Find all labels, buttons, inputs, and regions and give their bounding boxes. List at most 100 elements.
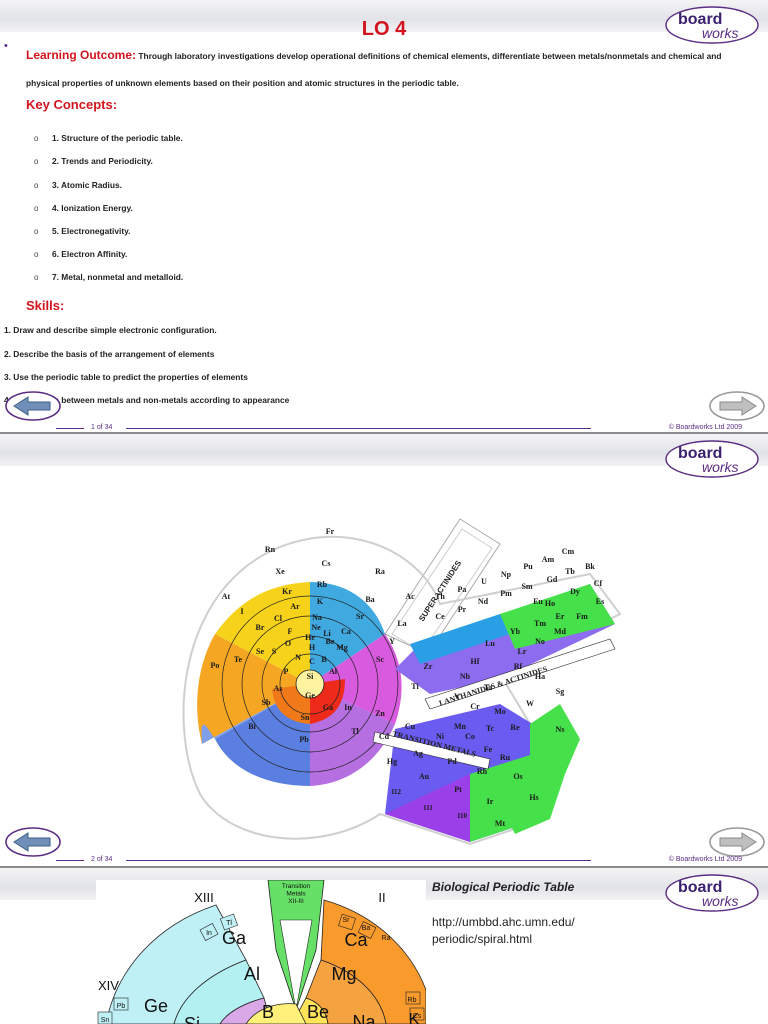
forward-arrow-button[interactable] bbox=[708, 390, 766, 422]
element-label-sr: Sr bbox=[356, 612, 364, 621]
element-label-ce: Ce bbox=[435, 612, 445, 621]
element-label-nb: Nb bbox=[460, 672, 471, 681]
bio-label-sr: Sr bbox=[343, 917, 351, 924]
element-label-au: Au bbox=[419, 772, 430, 781]
logo-board: board bbox=[678, 11, 722, 28]
element-label-c: C bbox=[309, 657, 315, 666]
bio-label-na: Na bbox=[352, 1012, 376, 1024]
element-label-pd: Pd bbox=[447, 757, 457, 766]
element-label-cr: Cr bbox=[470, 702, 480, 711]
slide-1: board works LO 4 • Learning Outcome: Thr… bbox=[0, 0, 768, 432]
header-band bbox=[0, 434, 768, 466]
element-label-at: At bbox=[222, 592, 231, 601]
element-label-cd: Cd bbox=[379, 732, 390, 741]
element-label-tm: Tm bbox=[534, 619, 546, 628]
element-label-y: Y bbox=[389, 637, 395, 646]
slide-2: board works SUPERACTINIDES LANTHANIDES &… bbox=[0, 434, 768, 866]
bio-label-pb: Pb bbox=[117, 1003, 126, 1010]
bullet-dot: • bbox=[4, 40, 8, 52]
element-label-pb: Pb bbox=[299, 735, 309, 744]
element-label-he: He bbox=[305, 633, 315, 642]
bio-label-ga: Ga bbox=[222, 928, 247, 948]
back-arrow-button[interactable] bbox=[4, 826, 62, 858]
element-label-n: N bbox=[295, 653, 301, 662]
copyright: © Boardworks Ltd 2009 bbox=[668, 424, 742, 431]
element-label-w: W bbox=[526, 699, 534, 708]
element-label-mt: Mt bbox=[495, 819, 506, 828]
element-label-se: Se bbox=[256, 647, 264, 656]
svg-text:board: board bbox=[678, 445, 722, 462]
element-label-th: Th bbox=[435, 592, 445, 601]
element-label-p: P bbox=[284, 667, 289, 676]
page-number: 2 of 34 bbox=[91, 856, 113, 863]
element-label-mo: Mo bbox=[494, 707, 506, 716]
element-label-pa: Pa bbox=[458, 585, 467, 594]
element-label-ca: Ca bbox=[341, 627, 351, 636]
element-label-hg: Hg bbox=[387, 757, 397, 766]
footer-rule bbox=[126, 428, 591, 429]
element-label-no: No bbox=[535, 637, 545, 646]
element-label-o: O bbox=[285, 639, 291, 648]
element-label-ta: Ta bbox=[484, 683, 493, 692]
element-label-be: Be bbox=[326, 637, 335, 646]
element-label-sb: Sb bbox=[262, 698, 271, 707]
element-label-ho: Ho bbox=[545, 599, 555, 608]
footer-rule-left bbox=[56, 860, 84, 861]
element-label-tb: Tb bbox=[565, 567, 575, 576]
slide-title: LO 4 bbox=[361, 18, 407, 40]
skill-item: 1. Draw and describe simple electronic c… bbox=[4, 325, 217, 335]
element-label-s: S bbox=[272, 647, 277, 656]
element-label-tc: Tc bbox=[486, 724, 495, 733]
element-label-la: La bbox=[397, 619, 406, 628]
learning-outcome: Learning Outcome: Through laboratory inv… bbox=[26, 42, 726, 97]
element-label-ba: Ba bbox=[365, 595, 374, 604]
element-label-v: V bbox=[454, 692, 460, 701]
element-label-cl: Cl bbox=[274, 614, 283, 623]
copyright: © Boardworks Ltd 2009 bbox=[668, 856, 742, 863]
element-label-na: Na bbox=[312, 613, 322, 622]
element-label-fe: Fe bbox=[484, 745, 493, 754]
forward-arrow-button[interactable] bbox=[708, 826, 766, 858]
element-label-si: Si bbox=[307, 672, 314, 681]
back-arrow-button[interactable] bbox=[4, 390, 62, 422]
element-label-cu: Cu bbox=[405, 722, 416, 731]
element-label-rn: Rn bbox=[265, 545, 276, 554]
element-label-np: Np bbox=[501, 570, 512, 579]
element-label-re: Re bbox=[510, 723, 520, 732]
bio-label-xiii: XIII bbox=[194, 890, 214, 905]
bio-label-rb: Rb bbox=[408, 997, 417, 1004]
element-label-tl: Tl bbox=[351, 727, 359, 736]
element-label-ns: Ns bbox=[556, 725, 565, 734]
header-band bbox=[0, 0, 768, 32]
element-label-ru: Ru bbox=[500, 753, 511, 762]
logo-works: works bbox=[702, 25, 739, 41]
element-label-pr: Pr bbox=[458, 605, 467, 614]
element-label-cf: Cf bbox=[594, 579, 603, 588]
element-label-mn: Mn bbox=[454, 722, 467, 731]
element-label-zr: Zr bbox=[424, 662, 433, 671]
element-label-sm: Sm bbox=[521, 582, 532, 591]
element-label-al: Al bbox=[329, 667, 338, 676]
learning-outcome-text: Through laboratory investigations develo… bbox=[26, 51, 722, 88]
footer-rule bbox=[126, 860, 591, 861]
element-label-am: Am bbox=[542, 555, 555, 564]
bio-label-sn: Sn bbox=[101, 1017, 110, 1024]
element-label-ga: Ga bbox=[323, 703, 333, 712]
slide-title: Biological Periodic Table bbox=[432, 880, 575, 894]
page-number: 1 of 34 bbox=[91, 424, 113, 431]
element-label-in: In bbox=[344, 703, 352, 712]
element-label-cm: Cm bbox=[562, 547, 575, 556]
element-label-zn: Zn bbox=[375, 709, 385, 718]
element-label-ra: Ra bbox=[375, 567, 385, 576]
element-label-xe: Xe bbox=[275, 567, 285, 576]
element-label-eu: Eu bbox=[533, 597, 543, 606]
element-label-i: I bbox=[240, 607, 243, 616]
source-url[interactable]: http://umbbd.ahc.umn.edu/ periodic/spira… bbox=[432, 914, 575, 948]
element-label-po: Po bbox=[211, 661, 220, 670]
bio-label-be: Be bbox=[307, 1002, 329, 1022]
element-label-md: Md bbox=[554, 627, 567, 636]
learning-outcome-label: Learning Outcome: bbox=[26, 48, 137, 62]
